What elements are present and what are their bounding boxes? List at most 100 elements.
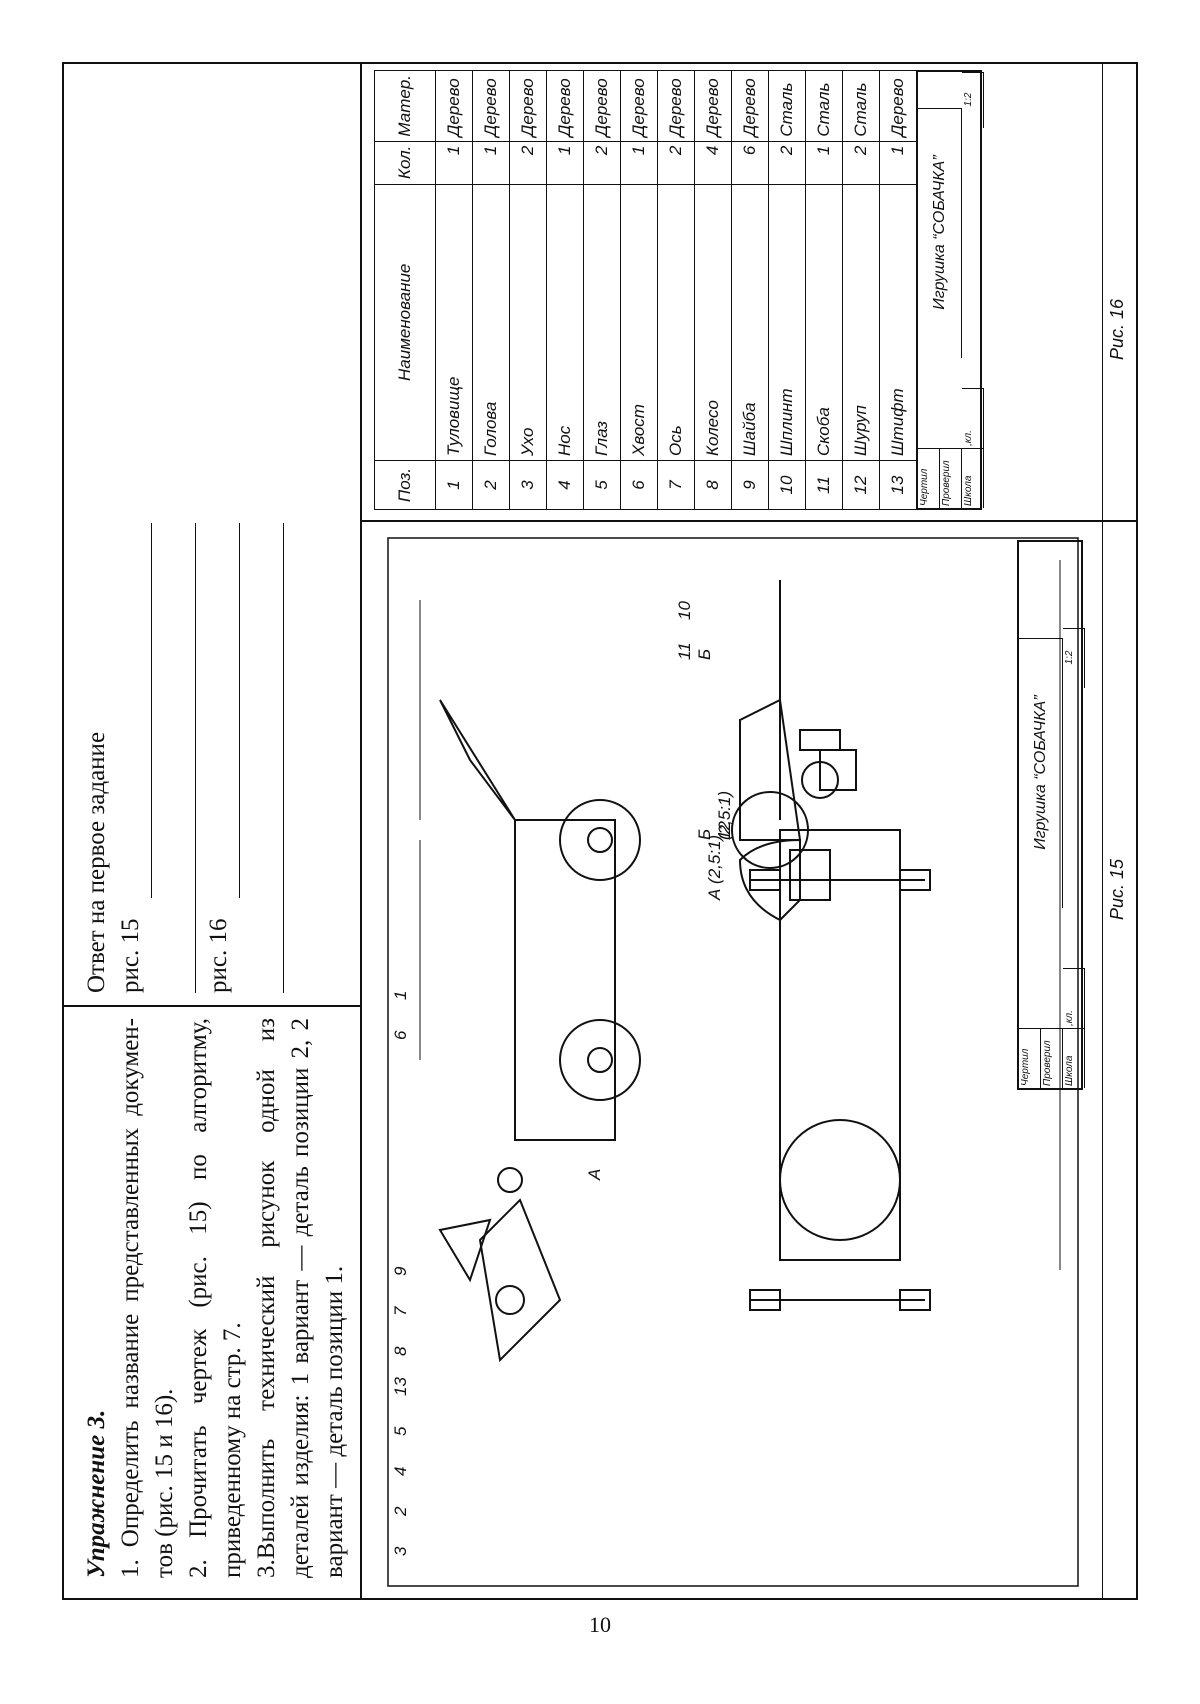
spec-mat: Дерево xyxy=(583,70,621,142)
callout-12: 12 xyxy=(715,821,734,840)
spec-qty: 2 xyxy=(583,141,621,185)
spec-qty: 1 xyxy=(546,141,584,185)
tb-scale: 1:2 xyxy=(1063,628,1085,688)
spec-mat: Сталь xyxy=(768,70,806,142)
spec-pos: 5 xyxy=(583,460,621,510)
spec-mat: Сталь xyxy=(805,70,843,142)
callout-5: 5 xyxy=(391,1426,410,1436)
spec-qty: 4 xyxy=(694,141,732,185)
callout-3: 3 xyxy=(391,1546,410,1556)
answer-row-blank-1[interactable] xyxy=(158,523,202,993)
answer-row-fig15[interactable]: рис. 15 xyxy=(114,523,158,993)
callout-11: 11 xyxy=(675,642,694,660)
rotated-content: Упражнение 3. 1. Определить название пре… xyxy=(62,62,1138,1600)
spec-name: Хвост xyxy=(620,184,658,461)
spec-pos: 8 xyxy=(694,460,732,510)
spec-name: Глаз xyxy=(583,184,621,461)
spec-name: Штифт xyxy=(879,184,917,461)
spec-pos: 10 xyxy=(768,460,806,510)
title-block-fig15: Чертил Проверил Школа ,кл. Игрушка “СОБА… xyxy=(1017,540,1085,1090)
exercise-title: Упражнение 3. xyxy=(83,1409,110,1578)
spec-header-qty: Кол. xyxy=(374,141,436,185)
spec-name: Нос xyxy=(546,184,584,461)
spec-mat: Дерево xyxy=(879,70,917,142)
answer-row-blank-2[interactable] xyxy=(246,523,290,993)
tb16-checked: Проверил xyxy=(940,448,962,508)
spec-name: Туловище xyxy=(435,184,473,461)
answer-line[interactable] xyxy=(283,523,284,993)
assembly-drawing: 3 2 4 5 13 8 7 9 6 1 11 10 12 А (2,5:1) … xyxy=(387,537,1079,1587)
answer-row-fig16[interactable]: рис. 16 xyxy=(202,523,246,993)
page-number: 10 xyxy=(589,1612,611,1637)
spec-pos: 1 xyxy=(435,460,473,510)
spec-pos: 11 xyxy=(805,460,843,510)
spec-mat: Дерево xyxy=(435,70,473,142)
tb16-name: Игрушка “СОБАЧКА” xyxy=(918,108,962,358)
spec-name: Ухо xyxy=(509,184,547,461)
spec-qty: 6 xyxy=(731,141,769,185)
spec-qty: 1 xyxy=(805,141,843,185)
fig15-caption: Рис. 15 xyxy=(1107,858,1127,920)
tb16-scale: 1:2 xyxy=(962,72,984,128)
divider-text-answer xyxy=(62,1005,360,1007)
fig16-caption: Рис. 16 xyxy=(1107,298,1127,360)
spec-name: Скоба xyxy=(805,184,843,461)
fig16-answer-line[interactable] xyxy=(239,523,240,898)
callout-13: 13 xyxy=(391,1377,410,1396)
spec-qty: 1 xyxy=(879,141,917,185)
spec-mat: Дерево xyxy=(694,70,732,142)
spec-qty: 2 xyxy=(509,141,547,185)
callout-7: 7 xyxy=(391,1306,410,1316)
spec-pos: 13 xyxy=(879,460,917,510)
callout-10: 10 xyxy=(675,601,694,620)
spec-mat: Дерево xyxy=(657,70,695,142)
spec-qty: 1 xyxy=(435,141,473,185)
fig15-answer-line[interactable] xyxy=(151,523,152,898)
spec-mat: Дерево xyxy=(546,70,584,142)
title-block-fig16: Чертил Проверил Школа ,кл. Игрушка “СОБА… xyxy=(916,70,984,510)
exercise-item-2: 2. Прочитать чертеж (рис. 15) по алгорит… xyxy=(185,1018,246,1578)
spec-qty: 2 xyxy=(768,141,806,185)
spec-mat: Дерево xyxy=(472,70,510,142)
callout-a: А xyxy=(585,1169,604,1181)
spec-header-row: Поз. Наименование Кол. Матер. xyxy=(374,70,436,510)
spec-pos: 9 xyxy=(731,460,769,510)
arrow-b-label: Б xyxy=(695,649,714,660)
answer-block: Ответ на первое задание рис. 15 рис. 16 xyxy=(80,523,290,993)
spec-qty: 2 xyxy=(842,141,880,185)
tb-name: Игрушка “СОБАЧКА” xyxy=(1019,638,1063,908)
tb16-class: ,кл. xyxy=(962,388,984,448)
exercise-text: Упражнение 3. 1. Определить название пре… xyxy=(80,1018,352,1578)
callout-9: 9 xyxy=(391,1266,410,1276)
spec-name: Шайба xyxy=(731,184,769,461)
callout-2: 2 xyxy=(391,1506,410,1517)
callout-6: 6 xyxy=(391,1030,410,1040)
callout-4: 4 xyxy=(391,1467,410,1476)
spec-qty: 1 xyxy=(620,141,658,185)
spec-mat: Дерево xyxy=(731,70,769,142)
callout-1: 1 xyxy=(391,991,410,1000)
spec-pos: 4 xyxy=(546,460,584,510)
spec-name: Шплинт xyxy=(768,184,806,461)
spec-qty: 2 xyxy=(657,141,695,185)
tb-school: Школа xyxy=(1063,1028,1085,1088)
view-a-label: А (2,5:1) xyxy=(705,835,724,901)
callout-8: 8 xyxy=(391,1346,410,1356)
view-b-scale: (2,5:1) xyxy=(715,791,734,840)
spec-name: Шуруп xyxy=(842,184,880,461)
view-b-letter: Б xyxy=(695,829,714,840)
spec-qty: 1 xyxy=(472,141,510,185)
spec-pos: 7 xyxy=(657,460,695,510)
answer-line[interactable] xyxy=(195,523,196,993)
answer-heading: Ответ на первое задание xyxy=(83,731,110,993)
